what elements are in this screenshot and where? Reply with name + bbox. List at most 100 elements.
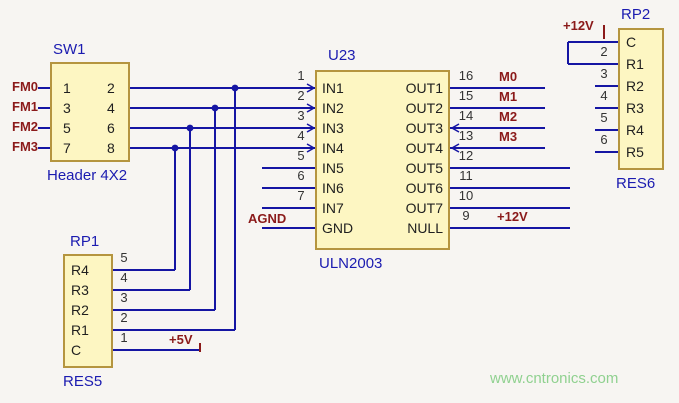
u23-pin-name: IN3	[322, 120, 344, 136]
u23-pin-number: 9	[462, 208, 470, 223]
sw1-pin-number: 6	[107, 120, 115, 136]
u23-pin-name: NULL	[407, 220, 443, 236]
rp2-pin-number: 3	[600, 66, 608, 81]
net-label-fm3: FM3	[12, 139, 38, 154]
wire	[174, 88, 236, 330]
wire	[567, 41, 618, 65]
u23-pin-name: OUT6	[405, 180, 443, 196]
rp1-pin-name: R2	[71, 302, 89, 318]
sw1-pin-number: 5	[63, 120, 71, 136]
rp1-pin-number: 3	[120, 290, 128, 305]
u23-pin-name: IN1	[322, 80, 344, 96]
net-label-5v: +5V	[169, 332, 193, 347]
net-label-m1: M1	[499, 89, 518, 104]
rp2-body	[618, 28, 664, 170]
net-label-fm0: FM0	[12, 79, 38, 94]
u23-body	[315, 70, 450, 250]
u23-pin-number: 3	[297, 108, 305, 123]
sw1-pin-number: 2	[107, 80, 115, 96]
rp2-pin-number: 2	[600, 44, 608, 59]
rp1-pin-number: 2	[120, 310, 128, 325]
u23-pin-name: IN7	[322, 200, 344, 216]
net-label-12v-out: +12V	[497, 209, 528, 224]
u23-pin-name: OUT4	[405, 140, 443, 156]
u23-pin-number: 11	[459, 168, 473, 183]
u23-ref: U23	[328, 47, 356, 64]
rp1-pin-number: 4	[120, 270, 128, 285]
junction-dot	[211, 104, 219, 112]
u23-pin-name: IN4	[322, 140, 344, 156]
wire	[450, 167, 570, 229]
sw1-pin-number: 4	[107, 100, 115, 116]
rp2-pin-number: 6	[600, 132, 608, 147]
u23-pin-name: OUT7	[405, 200, 443, 216]
junction-dot	[186, 124, 194, 132]
u23-pin-number: 7	[297, 188, 305, 203]
rp2-pin-number: 4	[600, 88, 608, 103]
rp2-pin-name: C	[626, 34, 637, 50]
rp2-pin-name: R4	[626, 122, 644, 138]
u23-pin-name: OUT1	[405, 80, 443, 96]
wires	[38, 41, 618, 351]
sw1-ref: SW1	[53, 41, 86, 58]
u23-pin-number: 4	[297, 128, 305, 143]
u23-pin-number: 10	[458, 188, 474, 203]
u23-pin-name: GND	[322, 220, 354, 236]
rp1-body	[63, 254, 113, 368]
input-arrow-icon	[306, 143, 316, 153]
rp1-pin-number: 5	[120, 250, 128, 265]
rp2-pin-name: R1	[626, 56, 644, 72]
junction-dot	[231, 84, 239, 92]
rp1-pin-name: R3	[71, 282, 89, 298]
output-arrow-icon	[450, 123, 460, 133]
wire	[450, 87, 545, 149]
sw1-pin-number: 7	[63, 140, 71, 156]
power-tick-icons	[199, 25, 605, 352]
rp2-pin-number: 5	[600, 110, 608, 125]
u23-pin-number: 13	[458, 128, 474, 143]
u23-pin-number: 15	[458, 88, 474, 103]
sw1-pin-number: 8	[107, 140, 115, 156]
junction-dots	[171, 84, 239, 152]
u23-pin-name: OUT5	[405, 160, 443, 176]
net-label-agnd: AGND	[248, 211, 287, 226]
u23-value: ULN2003	[319, 255, 383, 272]
net-label-fm2: FM2	[12, 119, 38, 134]
sw1-pin-number: 1	[63, 80, 71, 96]
rp1-pin-number: 1	[120, 330, 128, 345]
net-label-m2: M2	[499, 109, 518, 124]
rp1-value: RES5	[63, 373, 103, 390]
u23-pin-name: IN5	[322, 160, 344, 176]
net-label-m3: M3	[499, 129, 518, 144]
watermark: www.cntronics.com	[490, 370, 619, 387]
net-label-fm1: FM1	[12, 99, 38, 114]
sw1-value: Header 4X2	[47, 167, 128, 184]
rp1-ref: RP1	[70, 233, 100, 250]
input-arrow-icon	[306, 123, 316, 133]
input-arrow-icon	[306, 103, 316, 113]
rp1-pin-name: R4	[71, 262, 89, 278]
net-label-m0: M0	[499, 69, 518, 84]
u23-pin-number: 16	[458, 68, 474, 83]
wire	[595, 85, 618, 153]
u23-pin-number: 1	[297, 68, 305, 83]
u23-pin-number: 2	[297, 88, 305, 103]
rp2-pin-name: R5	[626, 144, 644, 160]
net-label-12v-rp2: +12V	[563, 18, 594, 33]
rp1-pin-name: R1	[71, 322, 89, 338]
u23-pin-name: IN6	[322, 180, 344, 196]
rp1-pin-name: C	[71, 342, 82, 358]
output-arrow-icon	[450, 143, 460, 153]
wire	[113, 269, 235, 351]
rp2-pin-name: R3	[626, 100, 644, 116]
pin-arrow-icons	[306, 83, 460, 153]
junction-dot	[171, 144, 179, 152]
u23-pin-number: 5	[297, 148, 305, 163]
rp2-pin-name: R2	[626, 78, 644, 94]
sw1-pin-number: 3	[63, 100, 71, 116]
u23-pin-name: OUT3	[405, 120, 443, 136]
rp2-ref: RP2	[621, 6, 651, 23]
sw1-body	[50, 62, 130, 162]
